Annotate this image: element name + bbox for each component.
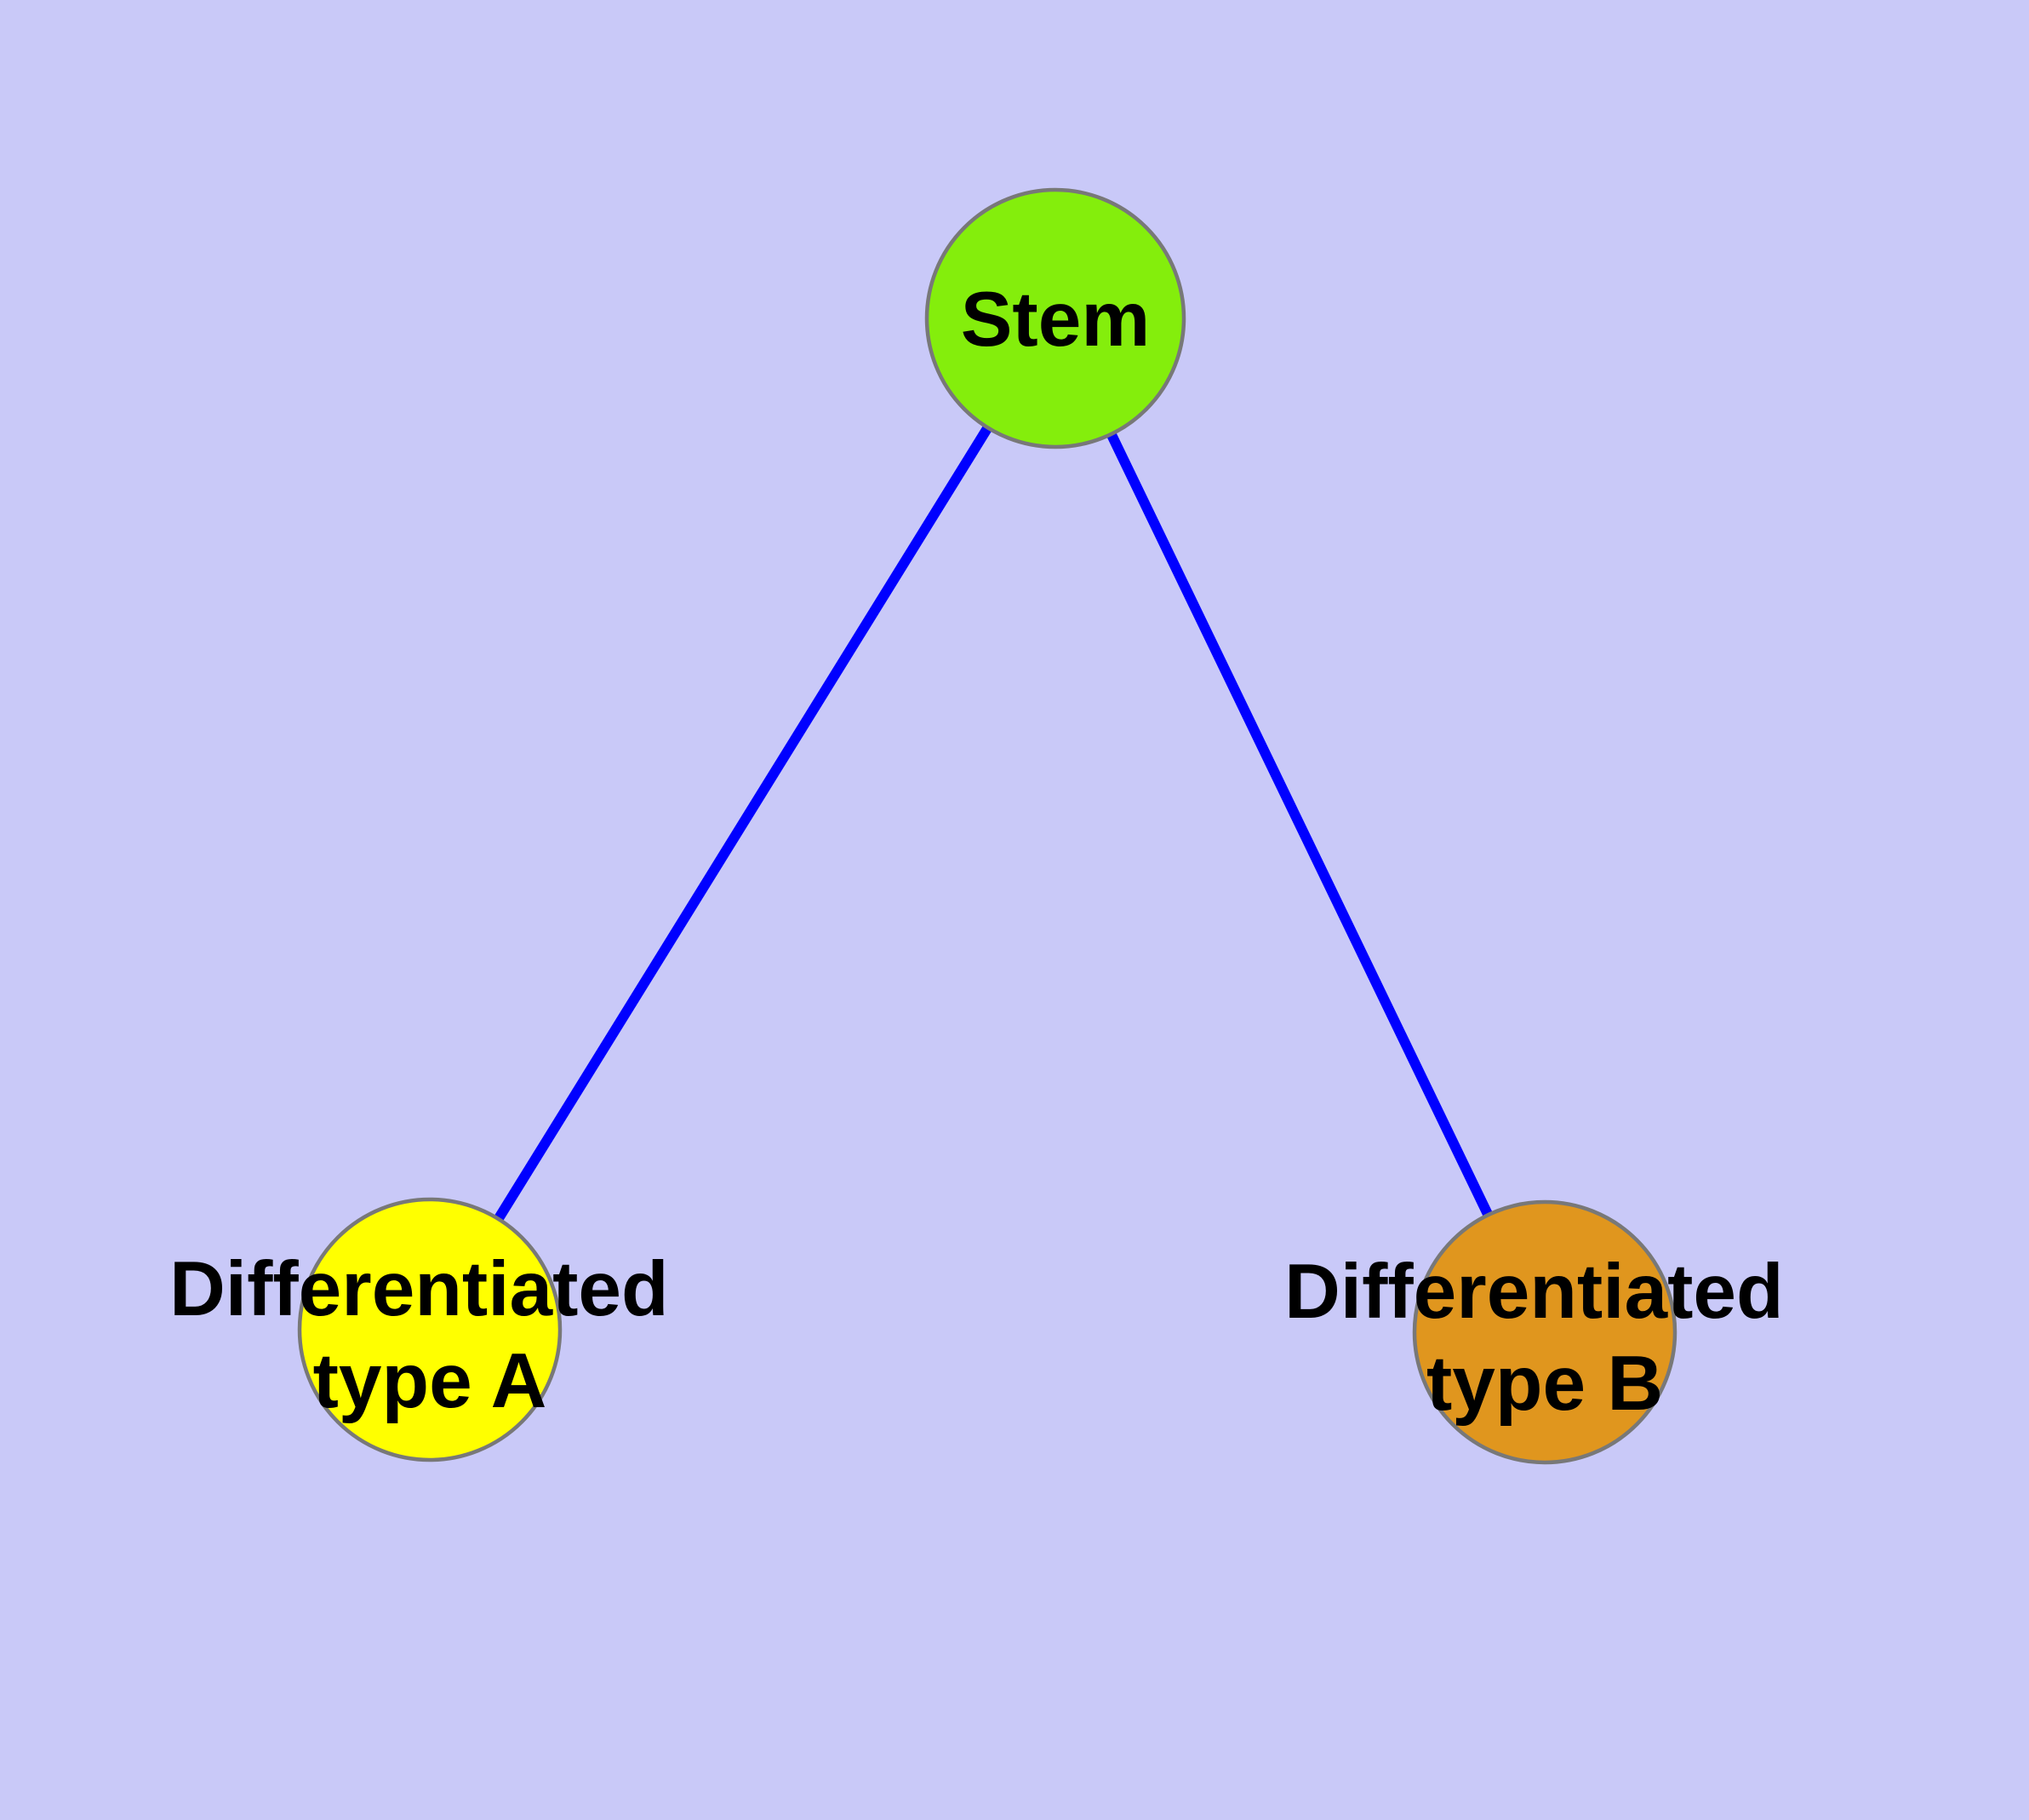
edge-stem-to-typeA [425, 315, 1060, 1333]
edge-stem-to-typeB [1050, 316, 1550, 1335]
node-typeB-label: Differentiated type B [1284, 1249, 1805, 1427]
node-typeA-circle [297, 1197, 563, 1462]
node-typeA-label-line2: type A [313, 1338, 547, 1424]
node-typeB-circle [1412, 1199, 1677, 1465]
node-typeA-label: Differentiated type A [169, 1246, 690, 1424]
node-stem-label: Stem [961, 277, 1151, 363]
node-stem-circle [924, 187, 1186, 449]
node-typeA-label-line1: Differentiated [169, 1246, 669, 1332]
node-typeB-label-line1: Differentiated [1284, 1249, 1784, 1335]
node-typeB-label-line2: type B [1426, 1341, 1663, 1427]
